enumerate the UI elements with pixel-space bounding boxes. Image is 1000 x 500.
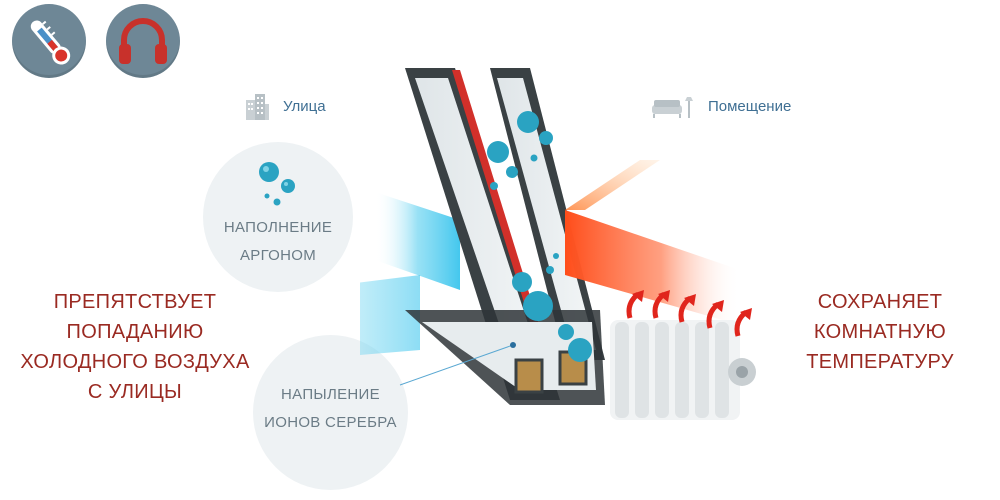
- argon-line-2: АРГОНОМ: [239, 247, 317, 264]
- caption-right-line-1: СОХРАНЯЕТ: [817, 291, 943, 313]
- warm-beam-top: [565, 160, 660, 210]
- caption-room-temperature: СОХРАНЯЕТ КОМНАТНУЮ ТЕМПЕРАТУРУ: [790, 287, 970, 377]
- argon-dots: [487, 111, 592, 362]
- caption-right-line-3: ТЕМПЕРАТУРУ: [806, 351, 954, 373]
- spacer-1: [514, 358, 544, 394]
- caption-left-line-2: ПОПАДАНИЮ: [66, 321, 204, 343]
- warm-air-beam: [565, 210, 740, 325]
- sofa-icon: [650, 96, 696, 120]
- cold-air-beam: [375, 192, 460, 290]
- glass-pane-2: [497, 78, 596, 350]
- thermometer-icon: [12, 4, 86, 78]
- heat-arrowheads: [632, 290, 752, 320]
- caption-right-line-2: КОМНАТНУЮ: [813, 321, 947, 343]
- caption-left-line-4: С УЛИЦЫ: [87, 381, 183, 403]
- argon-dots-icon: [259, 162, 295, 206]
- caption-left-line-1: ПРЕПЯТСТВУЕТ: [53, 291, 217, 313]
- argon-line-1: НАПОЛНЕНИЕ: [223, 219, 333, 236]
- headphones-icon: [106, 4, 180, 78]
- legend-room: Помещение: [708, 98, 792, 115]
- window-cross-section: [360, 68, 756, 420]
- frame-bottom-inner: [422, 322, 596, 390]
- argon-bubble: НАПОЛНЕНИЕ АРГОНОМ: [203, 142, 353, 292]
- legend-street: Улица: [283, 98, 326, 115]
- silver-bubble: НАПЫЛЕНИЕ ИОНОВ СЕРЕБРА: [253, 335, 408, 490]
- silver-line-2: ИОНОВ СЕРЕБРА: [264, 414, 397, 431]
- building-icon: [244, 92, 270, 120]
- cold-air-beam-lower: [360, 275, 420, 355]
- silver-line-1: НАПЫЛЕНИЕ: [281, 386, 380, 403]
- caption-cold-air: ПРЕПЯТСТВУЕТ ПОПАДАНИЮ ХОЛОДНОГО ВОЗДУХА…: [20, 287, 250, 407]
- caption-left-line-3: ХОЛОДНОГО ВОЗДУХА: [20, 351, 250, 373]
- silver-pointer-line: [399, 342, 516, 386]
- glass-pane-1: [415, 78, 548, 385]
- radiator: [610, 320, 756, 420]
